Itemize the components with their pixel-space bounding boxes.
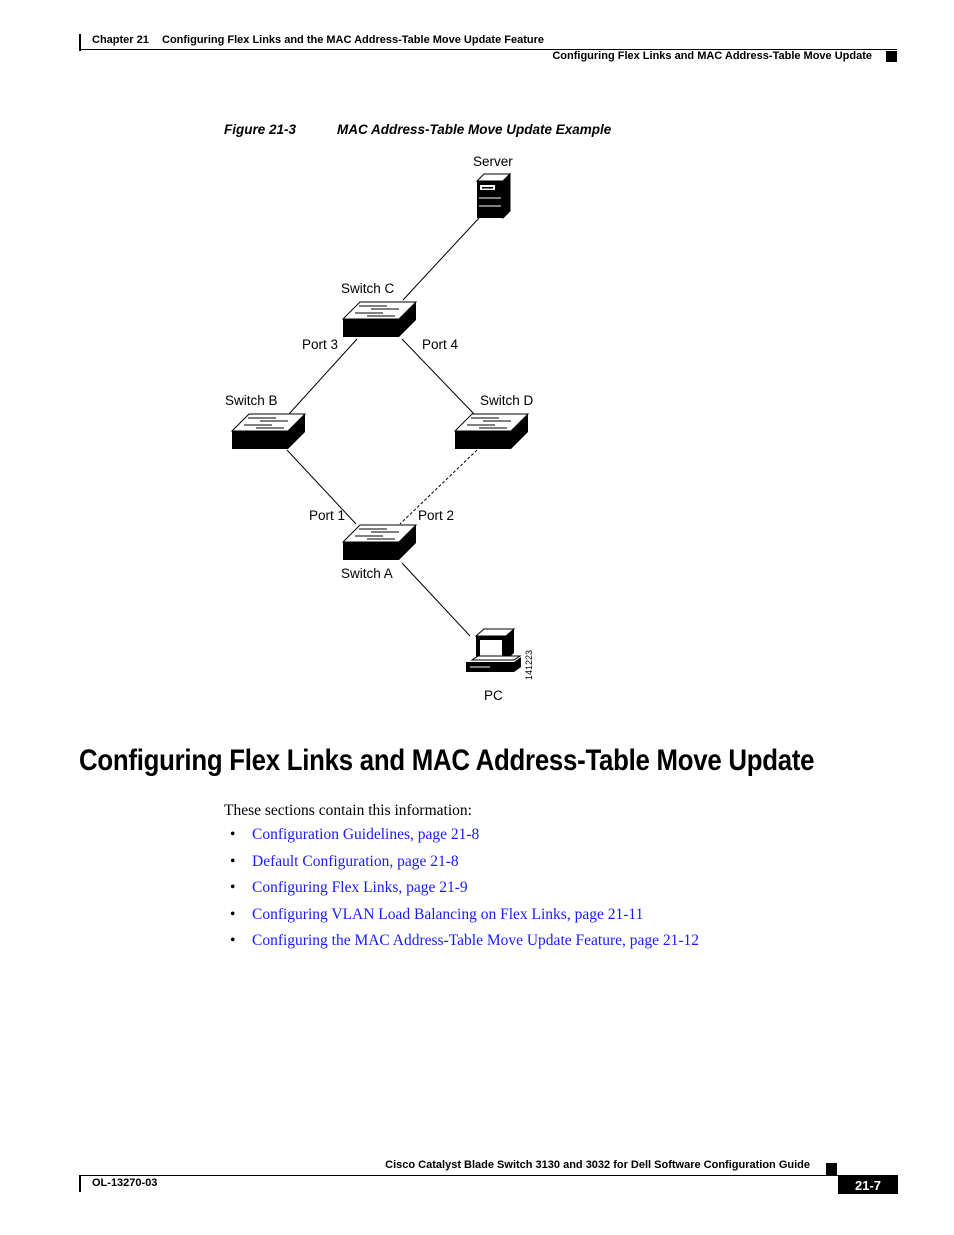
link-configuration-guidelines[interactable]: Configuration Guidelines, page 21-8 <box>252 826 480 843</box>
footer-guide-title: Cisco Catalyst Blade Switch 3130 and 303… <box>385 1159 810 1171</box>
switch-c-icon <box>342 301 417 338</box>
label-port1: Port 1 <box>309 508 346 523</box>
header-chapter: Chapter 21 <box>92 34 149 46</box>
bullet: • <box>230 879 236 896</box>
label-port2: Port 2 <box>418 508 455 523</box>
section-title: Configuring Flex Links and MAC Address-T… <box>79 744 815 777</box>
label-switch-c: Switch C <box>341 281 395 296</box>
link-switch-c-port3-switch-b <box>288 338 358 415</box>
header-marker <box>886 51 897 62</box>
pc-icon <box>466 628 522 672</box>
footer-doc-id: OL-13270-03 <box>92 1177 158 1189</box>
switch-d-icon <box>454 413 529 450</box>
footer-marker <box>826 1163 837 1175</box>
bullet: • <box>230 852 236 870</box>
link-mac-move-update-feature[interactable]: Configuring the MAC Address-Table Move U… <box>252 932 700 949</box>
header-left-bar <box>79 34 81 51</box>
label-switch-d: Switch D <box>480 393 534 408</box>
header-section: Configuring Flex Links and MAC Address-T… <box>552 50 872 62</box>
section-intro: These sections contain this information: <box>224 802 472 819</box>
bullet: • <box>230 905 236 923</box>
network-diagram <box>231 172 529 672</box>
link-default-configuration[interactable]: Default Configuration, page 21-8 <box>252 852 459 870</box>
label-switch-b: Switch B <box>225 393 278 408</box>
bullet: • <box>230 932 236 949</box>
link-server-switch-c <box>402 217 480 301</box>
label-port4: Port 4 <box>422 337 459 352</box>
link-switch-b-port1-switch-a <box>286 449 357 525</box>
server-icon <box>475 172 512 220</box>
switch-b-icon <box>231 413 306 450</box>
footer-rule <box>79 1175 897 1176</box>
link-switch-a-pc <box>401 562 471 637</box>
header-rule <box>79 49 897 50</box>
label-server: Server <box>473 154 513 169</box>
figure-art-id: 141223 <box>524 649 535 681</box>
figure-title: MAC Address-Table Move Update Example <box>337 122 612 137</box>
label-port3: Port 3 <box>302 337 339 352</box>
link-switch-d-port2-switch-a-standby <box>399 449 478 525</box>
page-number: 21-7 <box>838 1175 898 1194</box>
link-vlan-load-balancing[interactable]: Configuring VLAN Load Balancing on Flex … <box>252 905 644 923</box>
footer-left-bar <box>79 1175 81 1192</box>
bullet: • <box>230 826 236 843</box>
label-switch-a: Switch A <box>341 566 393 581</box>
label-pc: PC <box>484 688 503 703</box>
figure-number: Figure 21-3 <box>224 122 297 137</box>
switch-a-icon <box>342 524 417 561</box>
link-configuring-flex-links[interactable]: Configuring Flex Links, page 21-9 <box>252 879 468 896</box>
link-switch-c-port4-switch-d <box>401 338 475 415</box>
header-chapter-title: Configuring Flex Links and the MAC Addre… <box>162 34 544 46</box>
